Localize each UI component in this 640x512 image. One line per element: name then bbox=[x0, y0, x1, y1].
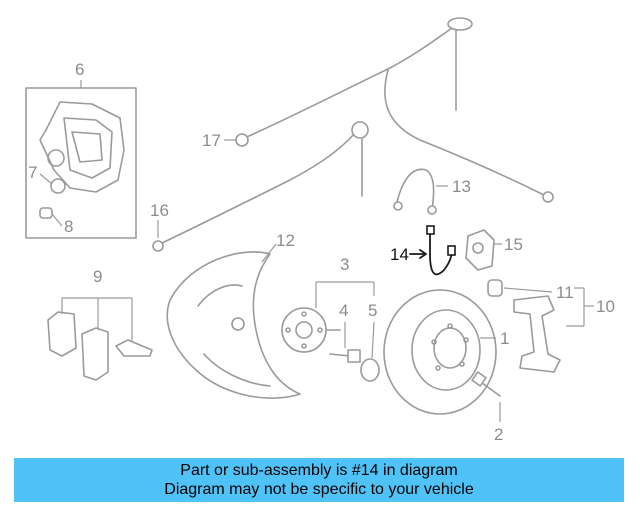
abs-sensor-13 bbox=[393, 168, 437, 215]
callout-9: 9 bbox=[93, 267, 102, 286]
brake-rotor bbox=[383, 289, 497, 415]
banner-line-1: Part or sub-assembly is #14 in diagram bbox=[180, 462, 458, 479]
dust-cap bbox=[360, 358, 380, 382]
abs-sensor-14-highlighted bbox=[426, 225, 456, 276]
parts-diagram: 6 7 8 9 16 17 13 bbox=[25, 17, 615, 444]
callout-1: 1 bbox=[500, 329, 509, 348]
callout-12: 12 bbox=[276, 231, 295, 250]
callout-13: 13 bbox=[452, 177, 471, 196]
callout-3: 3 bbox=[340, 255, 349, 274]
callout-2: 2 bbox=[494, 425, 503, 444]
callout-4: 4 bbox=[339, 301, 348, 320]
callout-5: 5 bbox=[368, 301, 377, 320]
caliper-assembly bbox=[25, 80, 137, 239]
wear-sensor-harness bbox=[152, 17, 554, 252]
callout-15: 15 bbox=[504, 235, 523, 254]
callout-16: 16 bbox=[150, 201, 169, 220]
rotor-screw bbox=[471, 371, 501, 397]
callout-10: 10 bbox=[596, 297, 615, 316]
callout-6: 6 bbox=[75, 60, 84, 79]
callout-17: 17 bbox=[202, 131, 221, 150]
callout-7: 7 bbox=[28, 163, 37, 182]
info-banner: Part or sub-assembly is #14 in diagram D… bbox=[14, 458, 624, 502]
hub-bolt bbox=[329, 349, 361, 363]
banner-line-2: Diagram may not be specific to your vehi… bbox=[164, 481, 474, 498]
caliper-carrier bbox=[487, 279, 561, 373]
wheel-hub bbox=[281, 307, 341, 353]
splash-shield bbox=[166, 251, 301, 399]
callout-11: 11 bbox=[556, 283, 574, 302]
sensor-bracket-15 bbox=[465, 229, 495, 271]
callout-8: 8 bbox=[64, 217, 73, 236]
callout-14: 14 bbox=[390, 245, 409, 264]
brake-pads bbox=[47, 297, 153, 381]
